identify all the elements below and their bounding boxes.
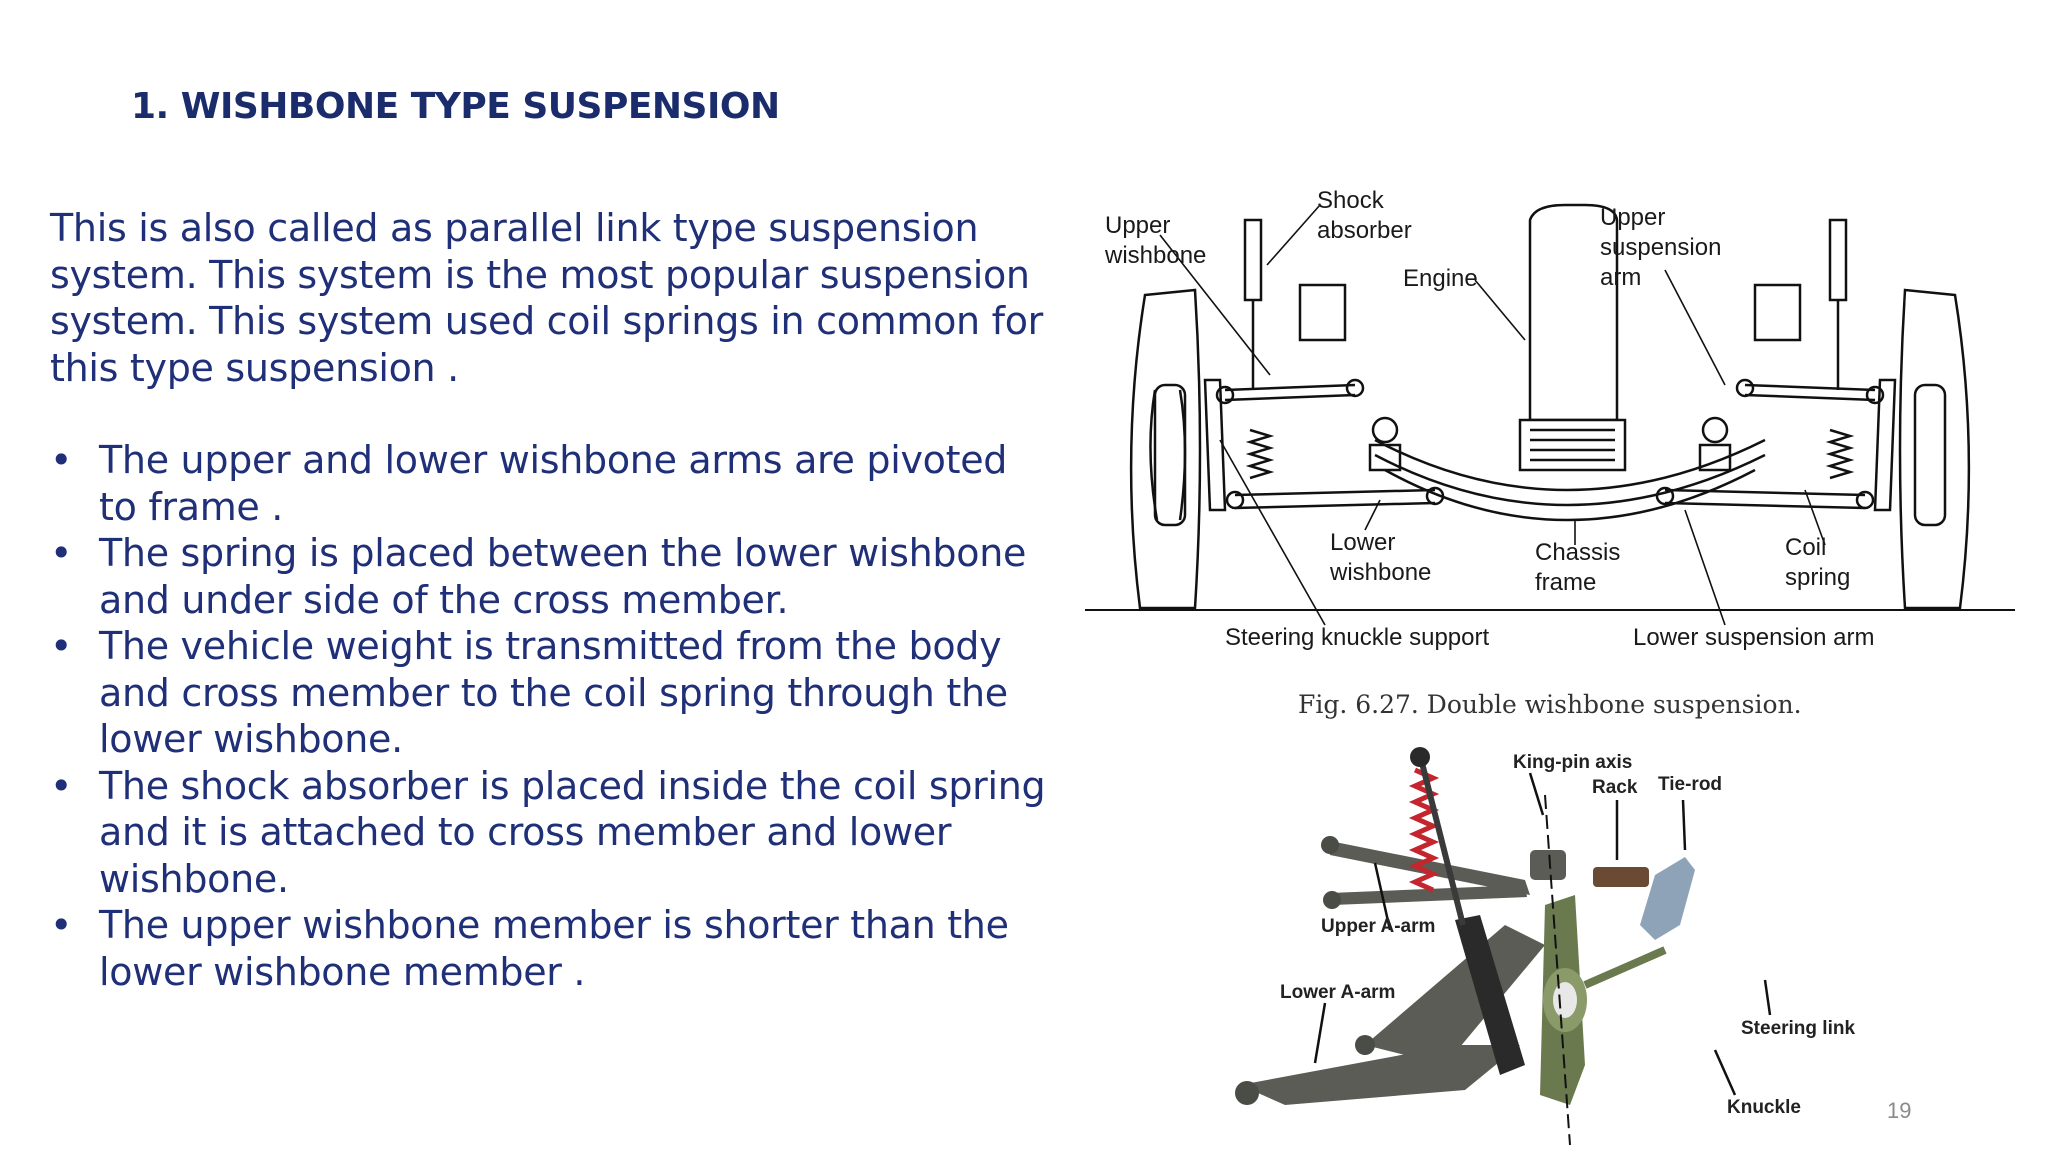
bullet-list: • The upper and lower wishbone arms are p… (50, 437, 1050, 995)
bullet-text: The shock absorber is placed inside the … (99, 763, 1046, 901)
label-upper-susp-1: Upper (1600, 204, 1665, 231)
label-upper-wishbone-2: wishbone (1104, 242, 1206, 269)
label-steering-knuckle: Steering knuckle support (1225, 624, 1489, 651)
label-shock-1: Shock (1317, 190, 1385, 214)
label-rack: Rack (1592, 777, 1638, 798)
label-tierod: Tie-rod (1658, 774, 1722, 795)
label-engine: Engine (1403, 265, 1478, 292)
label-upper-a-arm: Upper A-arm (1321, 916, 1435, 937)
label-lower-wishbone-1: Lower (1330, 529, 1395, 556)
bullet-marker: • (50, 531, 73, 575)
bullet-marker: • (50, 763, 73, 808)
label-coil-1: Coil (1785, 534, 1826, 561)
label-knuckle: Knuckle (1727, 1097, 1801, 1118)
label-lower-susp-arm: Lower suspension arm (1633, 624, 1874, 651)
slide-title: 1. WISHBONE TYPE SUSPENSION (131, 86, 780, 127)
bullet-marker: • (50, 624, 73, 668)
label-chassis-1: Chassis (1535, 539, 1620, 566)
bullet-item: • The shock absorber is placed inside the… (50, 763, 1050, 903)
label-chassis-2: frame (1535, 569, 1596, 596)
label-steering-link: Steering link (1741, 1018, 1855, 1039)
coil-spring-shape (1408, 767, 1440, 893)
bullet-text: The spring is placed between the lower w… (99, 531, 1027, 622)
label-lower-wishbone-2: wishbone (1329, 559, 1431, 586)
upper-a-arm-shape (1325, 840, 1530, 895)
label-lower-a-arm: Lower A-arm (1280, 982, 1395, 1003)
body-text: This is also called as parallel link typ… (50, 205, 1050, 995)
label-upper-wishbone-1: Upper (1105, 212, 1170, 239)
label-shock-2: absorber (1317, 217, 1412, 244)
intro-paragraph: This is also called as parallel link typ… (50, 206, 1043, 390)
bullet-text: The upper wishbone member is shorter tha… (99, 903, 1009, 994)
a-arm-render: King-pin axis Rack Tie-rod Upper A-arm L… (1235, 747, 1855, 1146)
double-wishbone-diagram: Upper wishbone Shock absorber Engine Upp… (1085, 190, 2015, 651)
rack-shape (1593, 867, 1649, 887)
bullet-item: • The upper wishbone member is shorter th… (50, 902, 1050, 995)
lower-a-arm-shape (1240, 1045, 1520, 1105)
bullet-text: The vehicle weight is transmitted from t… (99, 624, 1008, 761)
label-coil-2: spring (1785, 564, 1850, 591)
label-upper-susp-2: suspension (1600, 234, 1721, 261)
bullet-marker: • (50, 903, 73, 947)
bullet-item: • The vehicle weight is transmitted from … (50, 623, 1050, 763)
bullet-marker: • (50, 438, 73, 482)
tie-rod-shape (1640, 857, 1695, 940)
bullet-item: • The upper and lower wishbone arms are p… (50, 437, 1050, 530)
bullet-text: The upper and lower wishbone arms are pi… (99, 438, 1008, 529)
page-number: 19 (1887, 1098, 1912, 1123)
label-kingpin: King-pin axis (1513, 752, 1632, 773)
label-upper-susp-3: arm (1600, 264, 1641, 291)
figure-caption: Fig. 6.27. Double wishbone suspension. (1298, 690, 1802, 719)
bullet-item: • The spring is placed between the lower … (50, 530, 1050, 623)
